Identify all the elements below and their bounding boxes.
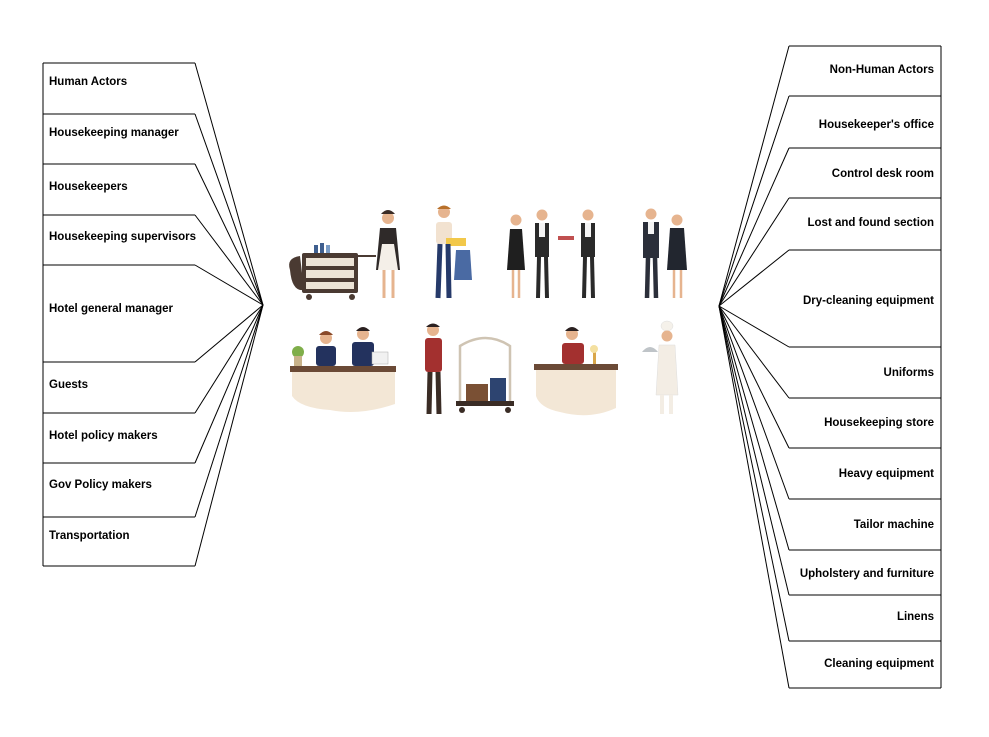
right-connector — [718, 45, 790, 307]
receptionist-icon — [534, 327, 618, 416]
right-connector — [718, 147, 790, 307]
laundry-worker-icon — [435, 205, 472, 299]
right-item-label: Heavy equipment — [839, 468, 934, 480]
left-item-label: Gov Policy makers — [49, 479, 152, 491]
right-item-label: Non-Human Actors — [830, 64, 934, 76]
left-connector — [194, 304, 264, 414]
right-item-label: Upholstery and furniture — [800, 568, 934, 580]
right-connector — [718, 305, 790, 348]
left-connector — [194, 62, 264, 306]
right-connector — [718, 305, 790, 551]
managers-icon — [643, 208, 687, 299]
left-connector — [194, 214, 264, 306]
left-connector — [194, 304, 264, 464]
right-item-label: Cleaning equipment — [824, 658, 934, 670]
right-connector — [718, 305, 790, 449]
left-item-label: Housekeeping supervisors — [49, 231, 196, 243]
right-connector — [718, 305, 790, 399]
left-item-label: Housekeepers — [49, 181, 128, 193]
right-connector — [718, 95, 790, 307]
left-connector — [194, 304, 264, 518]
right-item-label: Tailor machine — [854, 519, 934, 531]
right-item-label: Housekeeping store — [824, 417, 934, 429]
left-item-label: Housekeeping manager — [49, 127, 179, 139]
left-item-label: Transportation — [49, 530, 130, 542]
right-connector — [718, 305, 790, 689]
housekeeper-figure-icon — [376, 210, 400, 298]
right-item-label: Control desk room — [832, 168, 934, 180]
bellboy-luggage-icon — [425, 323, 514, 415]
chef-icon — [642, 320, 679, 414]
left-item-label: Hotel general manager — [49, 303, 174, 315]
right-connector — [718, 197, 790, 307]
left-item-label: Human Actors — [49, 76, 127, 88]
left-connector — [194, 264, 264, 306]
right-connector — [718, 305, 790, 596]
left-item-label: Hotel policy makers — [49, 430, 158, 442]
left-connector — [194, 163, 264, 306]
left-connector — [194, 113, 264, 306]
right-item-label: Lost and found section — [808, 217, 935, 229]
left-connector-lines — [194, 62, 264, 567]
housekeeping-cart-icon — [289, 243, 376, 300]
right-connector-lines — [718, 45, 790, 689]
right-item-label: Housekeeper's office — [819, 119, 934, 131]
reception-desk-icon — [290, 327, 396, 412]
left-connector — [194, 304, 264, 363]
left-connector — [194, 304, 264, 567]
right-item-label: Linens — [897, 611, 934, 623]
right-item-label: Uniforms — [884, 367, 934, 379]
left-item-label: Guests — [49, 379, 88, 391]
right-connector — [718, 249, 790, 307]
right-connector — [718, 305, 790, 500]
right-item-label: Dry-cleaning equipment — [803, 295, 934, 307]
waitstaff-icon — [507, 209, 595, 299]
right-connector — [718, 305, 790, 642]
hotel-staff-illustration — [289, 205, 687, 416]
